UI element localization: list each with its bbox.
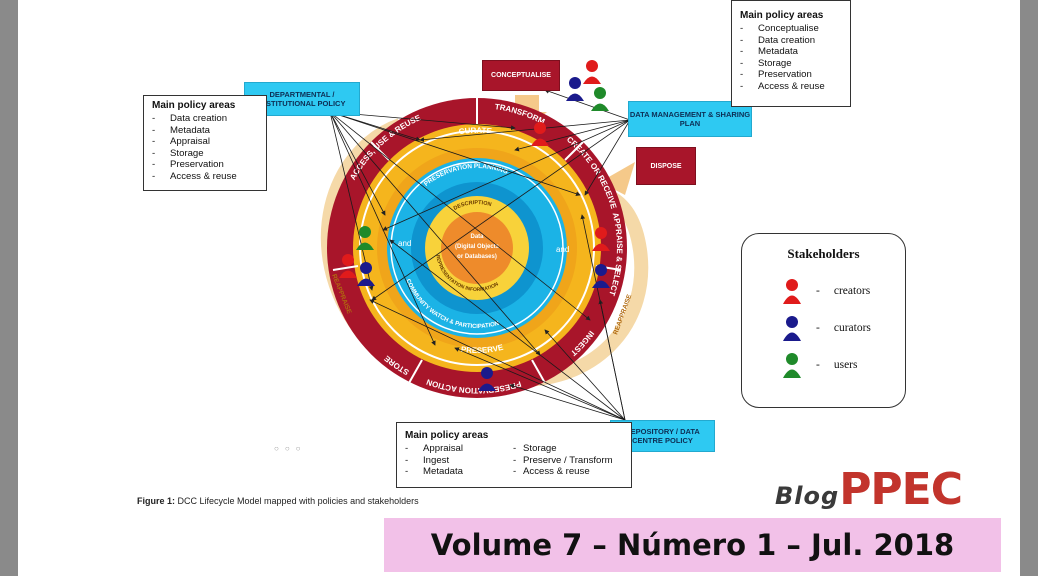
dispose-box: DISPOSE bbox=[636, 147, 696, 185]
dispose-label: DISPOSE bbox=[650, 162, 682, 170]
figure-creator-left bbox=[339, 254, 357, 278]
label-and-left: and bbox=[398, 239, 411, 248]
policy-box-top-right: Main policy areas -Conceptualise -Data c… bbox=[731, 0, 851, 107]
policy-top-right-item: -Metadata bbox=[740, 46, 799, 58]
creator-person-icon bbox=[783, 279, 801, 304]
policy-box-left: Main policy areas -Data creation -Metada… bbox=[143, 95, 267, 191]
legend-creators-label: creators bbox=[833, 285, 871, 297]
policy-bottom-item: -Appraisal bbox=[405, 443, 463, 454]
figure-caption-text: DCC Lifecycle Model mapped with policies… bbox=[175, 496, 419, 506]
blogppec-logo: Blog PPEC bbox=[775, 464, 963, 515]
curator-person-icon bbox=[783, 316, 801, 341]
stakeholders-title: Stakeholders bbox=[787, 246, 860, 261]
figure-creator-top bbox=[531, 122, 549, 146]
policy-left-title: Main policy areas bbox=[152, 100, 236, 111]
repository-policy-label: REPOSITORY / DATA CENTRE POLICY bbox=[625, 427, 700, 445]
policy-bottom-item: -Metadata bbox=[405, 466, 464, 478]
svg-text:Data: Data bbox=[470, 234, 484, 240]
departmental-policy-label: DEPARTMENTAL / INSTITUTIONAL POLICY bbox=[258, 90, 346, 108]
policy-top-right-item: -Preservation bbox=[740, 69, 812, 81]
policy-left-item: -Data creation bbox=[152, 113, 228, 124]
stakeholders-legend: Stakeholders - creators - curators - use… bbox=[741, 233, 906, 408]
legend-row-creators: - creators bbox=[782, 278, 870, 304]
conceptualise-label: CONCEPTUALISE bbox=[491, 72, 551, 79]
figure-creator-right bbox=[592, 227, 610, 251]
policy-bottom-item: -Access & reuse bbox=[513, 466, 590, 478]
svg-text:CURATE: CURATE bbox=[458, 126, 493, 136]
outer-cycle-arrow-right bbox=[519, 188, 649, 387]
legend-row-curators: - curators bbox=[782, 315, 871, 341]
legend-users-label: users bbox=[833, 359, 858, 371]
legend-curators-label: curators bbox=[833, 322, 871, 334]
blog-logo-text: Blog bbox=[775, 482, 840, 510]
figure-curator-right bbox=[592, 264, 610, 288]
policy-left-item: -Metadata bbox=[152, 124, 211, 136]
figure-curator-bottom bbox=[478, 367, 496, 391]
policy-bottom-item: -Storage bbox=[513, 443, 557, 454]
legend-row-users: - users bbox=[782, 352, 857, 378]
volume-banner: Volume 7 – Número 1 – Jul. 2018 bbox=[384, 518, 1001, 572]
figure-curator-conceptualise bbox=[566, 77, 584, 101]
policy-left-item: -Appraisal bbox=[152, 136, 210, 148]
policy-bottom-item: -Preserve / Transform bbox=[513, 454, 613, 466]
figure-creator-conceptualise bbox=[583, 60, 601, 84]
data-core bbox=[441, 212, 513, 284]
decorative-dots: ○○○ bbox=[274, 444, 307, 453]
policy-bottom-title: Main policy areas bbox=[405, 430, 489, 441]
policy-top-right-item: -Conceptualise bbox=[740, 23, 819, 34]
label-curate: CURATE bbox=[458, 126, 493, 136]
volume-banner-text: Volume 7 – Número 1 – Jul. 2018 bbox=[430, 528, 955, 562]
policy-left-item: -Access & reuse bbox=[152, 170, 237, 182]
policy-top-right-title: Main policy areas bbox=[740, 10, 824, 21]
figure-caption: Figure 1: DCC Lifecycle Model mapped wit… bbox=[137, 496, 419, 506]
figure-user-left bbox=[356, 226, 374, 250]
policy-left-item: -Preservation bbox=[152, 159, 224, 171]
figure-caption-bold: Figure 1: bbox=[137, 496, 176, 506]
svg-text:(Digital Objects: (Digital Objects bbox=[455, 244, 500, 250]
conceptualise-box: CONCEPTUALISE bbox=[482, 60, 560, 91]
label-and-right: and bbox=[556, 245, 569, 254]
label-description: DESCRIPTION bbox=[453, 200, 492, 212]
user-person-icon bbox=[783, 353, 801, 378]
figure-user-conceptualise bbox=[591, 87, 609, 111]
data-management-plan-box: DATA MANAGEMENT & SHARING PLAN bbox=[628, 101, 752, 137]
policy-bottom-item: -Ingest bbox=[405, 454, 450, 466]
ppec-logo-text: PPEC bbox=[839, 464, 963, 515]
data-management-plan-label: DATA MANAGEMENT & SHARING PLAN bbox=[629, 110, 751, 128]
policy-top-right-item: -Access & reuse bbox=[740, 80, 825, 92]
svg-text:or Databases): or Databases) bbox=[457, 254, 497, 260]
svg-text:DESCRIPTION: DESCRIPTION bbox=[453, 200, 492, 212]
policy-box-bottom: Main policy areas -Appraisal -Ingest -Me… bbox=[396, 422, 632, 488]
figure-curator-left bbox=[357, 262, 375, 286]
policy-left-item: -Storage bbox=[152, 147, 204, 159]
policy-top-right-item: -Data creation bbox=[740, 34, 816, 46]
policy-top-right-item: -Storage bbox=[740, 57, 792, 69]
